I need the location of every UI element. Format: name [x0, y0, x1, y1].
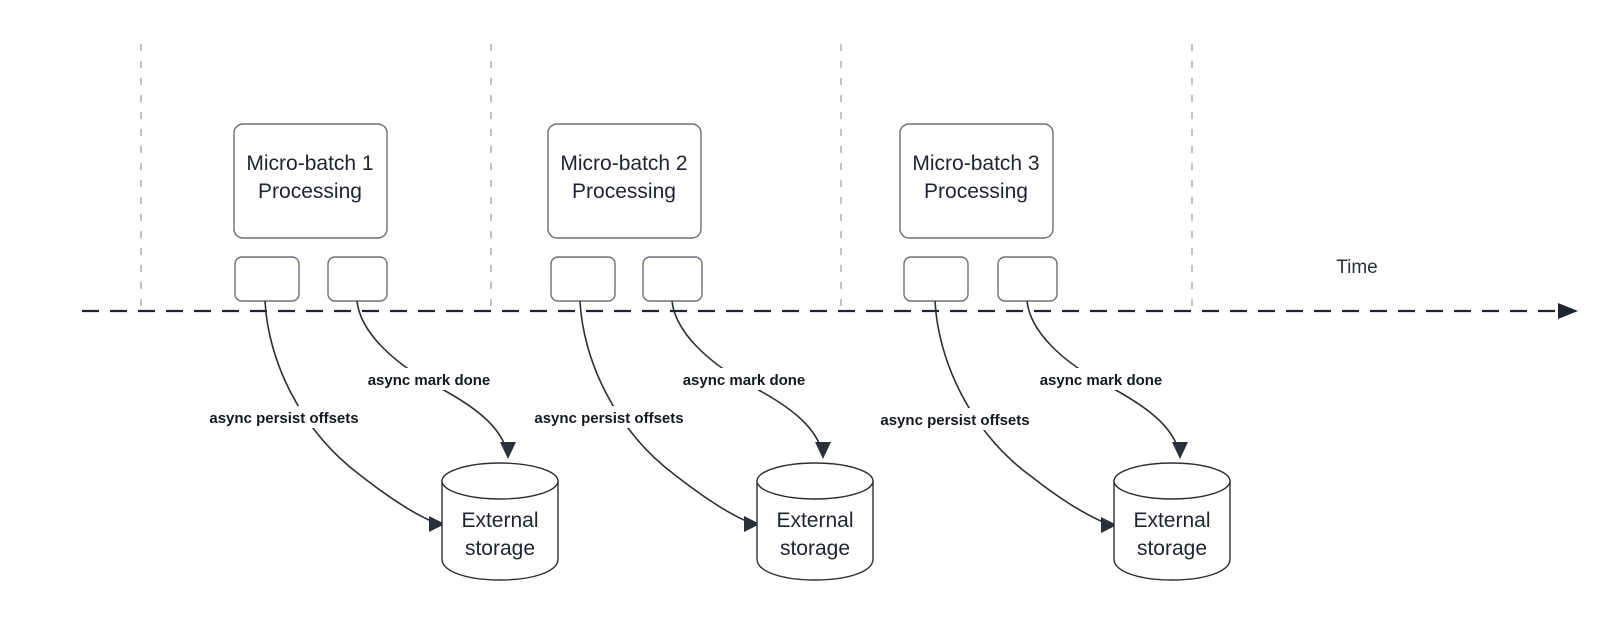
- task-box-mark-3[interactable]: [997, 256, 1058, 302]
- edge-async-persist-offsets-2: [579, 300, 752, 524]
- micro-batch-box-1-line2: Processing: [258, 180, 362, 203]
- edge-label-async-mark-done-2: async mark done: [683, 372, 806, 389]
- group-2: Micro-batch 2 Processing async persist o…: [522, 123, 874, 581]
- edge-arrow-persist-1-icon: [429, 516, 445, 532]
- edge-label-async-mark-done-1: async mark done: [368, 372, 491, 389]
- external-storage-body-3[interactable]: [1113, 480, 1231, 581]
- group-1: Micro-batch 1 Processing async persist o…: [197, 123, 559, 581]
- edge-async-persist-offsets-3: [934, 300, 1109, 525]
- external-storage-top-1: [441, 462, 559, 500]
- external-storage-label-3-line1: External: [1133, 509, 1210, 532]
- external-storage-label-3-line2: storage: [1137, 537, 1207, 560]
- edge-label-bg-mark-1: [358, 368, 500, 390]
- edge-label-bg-mark-2: [673, 368, 815, 390]
- micro-batch-box-2-line1: Micro-batch 2: [560, 152, 687, 175]
- external-storage-body-1[interactable]: [441, 480, 559, 581]
- time-axis-arrow-icon: [1558, 303, 1578, 319]
- task-box-persist-2[interactable]: [550, 256, 616, 302]
- task-box-persist-3[interactable]: [903, 256, 969, 302]
- micro-batch-box-3-line2: Processing: [924, 180, 1028, 203]
- edge-label-async-mark-done-3: async mark done: [1040, 372, 1163, 389]
- edge-arrow-persist-3-icon: [1101, 517, 1117, 533]
- task-box-mark-2[interactable]: [642, 256, 703, 302]
- external-storage-label-2-line2: storage: [780, 537, 850, 560]
- group-3: Micro-batch 3 Processing async persist o…: [868, 123, 1231, 581]
- external-storage-label-2-line1: External: [776, 509, 853, 532]
- micro-batch-box-3-line1: Micro-batch 3: [912, 152, 1039, 175]
- edge-arrow-mark-2-icon: [815, 442, 831, 459]
- edge-label-bg-persist-2: [522, 406, 698, 428]
- external-storage-body-2[interactable]: [756, 480, 874, 581]
- external-storage-top-3: [1113, 462, 1231, 500]
- external-storage-label-1-line2: storage: [465, 537, 535, 560]
- edge-label-bg-persist-1: [197, 406, 373, 428]
- edge-arrow-mark-3-icon: [1172, 442, 1188, 459]
- edge-label-async-persist-offsets-3: async persist offsets: [880, 412, 1029, 429]
- edge-label-bg-persist-3: [868, 408, 1044, 430]
- time-axis: Time: [82, 257, 1578, 319]
- micro-batch-box-1[interactable]: [233, 123, 388, 239]
- external-storage-label-1-line1: External: [461, 509, 538, 532]
- edge-label-bg-mark-3: [1030, 368, 1172, 390]
- task-box-mark-1[interactable]: [327, 256, 388, 302]
- micro-batch-box-3[interactable]: [899, 123, 1054, 239]
- micro-batch-box-2-line2: Processing: [572, 180, 676, 203]
- edge-arrow-persist-2-icon: [744, 516, 760, 532]
- boundary-lines: [140, 44, 1193, 311]
- edge-arrow-mark-1-icon: [500, 442, 516, 459]
- edge-async-persist-offsets-1: [264, 300, 437, 524]
- time-axis-label: Time: [1336, 257, 1378, 278]
- edge-label-async-persist-offsets-1: async persist offsets: [209, 410, 358, 427]
- edge-label-async-persist-offsets-2: async persist offsets: [534, 410, 683, 427]
- micro-batch-box-1-line1: Micro-batch 1: [246, 152, 373, 175]
- micro-batch-box-2[interactable]: [547, 123, 702, 239]
- task-box-persist-1[interactable]: [234, 256, 300, 302]
- external-storage-top-2: [756, 462, 874, 500]
